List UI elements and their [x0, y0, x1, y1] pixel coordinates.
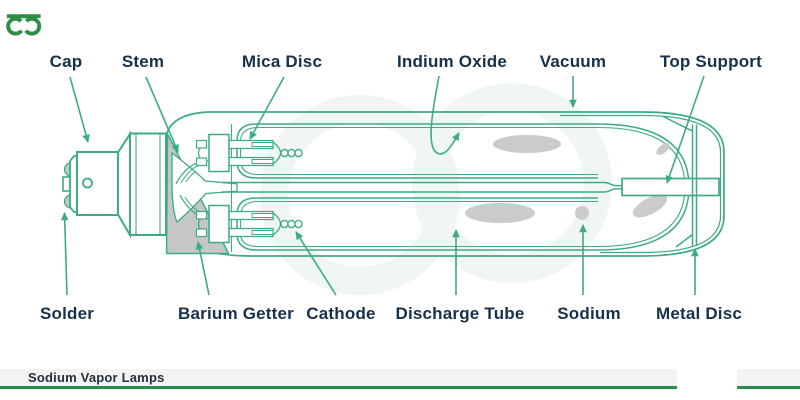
callout-arrows [60, 75, 705, 296]
logo-backdrop [677, 357, 737, 393]
arrow-top-support [665, 75, 705, 184]
deposit [656, 143, 670, 155]
top-support-rod [222, 177, 720, 197]
cap-pin-hole [82, 177, 93, 189]
arrow-stem [145, 76, 179, 153]
cap-taper [117, 130, 131, 239]
label-sodium: Sodium [557, 304, 621, 323]
outer-envelope [165, 111, 725, 257]
label-vacuum: Vacuum [539, 52, 607, 71]
label-barium-getter: Barium Getter [178, 304, 294, 323]
sodium-deposit [575, 206, 589, 220]
arrow-barium-getter [195, 241, 210, 296]
cap-assembly [62, 130, 167, 239]
geeksforgeeks-logo [6, 14, 42, 36]
indium-oxide-deposit [493, 135, 561, 153]
cap-skirt-ring [129, 132, 167, 236]
cathode-assembly-top [195, 133, 303, 173]
footer-divider [0, 386, 800, 389]
label-stem: Stem [121, 52, 165, 71]
arrow-indium-oxide [430, 75, 460, 155]
label-top-support: Top Support [660, 52, 762, 71]
label-cathode: Cathode [306, 304, 376, 323]
arrow-cap [69, 76, 90, 143]
footer-title: Sodium Vapor Lamps [28, 370, 165, 385]
label-indium-oxide: Indium Oxide [396, 52, 508, 71]
label-solder: Solder [39, 304, 95, 323]
deposit [465, 203, 535, 223]
metal-disc-part [662, 115, 698, 248]
label-metal-disc: Metal Disc [655, 304, 743, 323]
stem-funnel [171, 151, 238, 224]
deposits [465, 135, 670, 223]
arrow-mica-disc [249, 76, 285, 140]
footer-bar [0, 369, 800, 386]
label-discharge-tube: Discharge Tube [395, 304, 525, 323]
mica-disc-part [208, 133, 230, 173]
label-cap: Cap [49, 52, 83, 71]
deposit [632, 194, 668, 218]
arrow-cathode [295, 231, 337, 296]
top-support-bar [621, 177, 720, 197]
cap-end-plate [69, 155, 78, 213]
label-mica-disc: Mica Disc [241, 52, 323, 71]
arrow-solder [60, 212, 69, 296]
